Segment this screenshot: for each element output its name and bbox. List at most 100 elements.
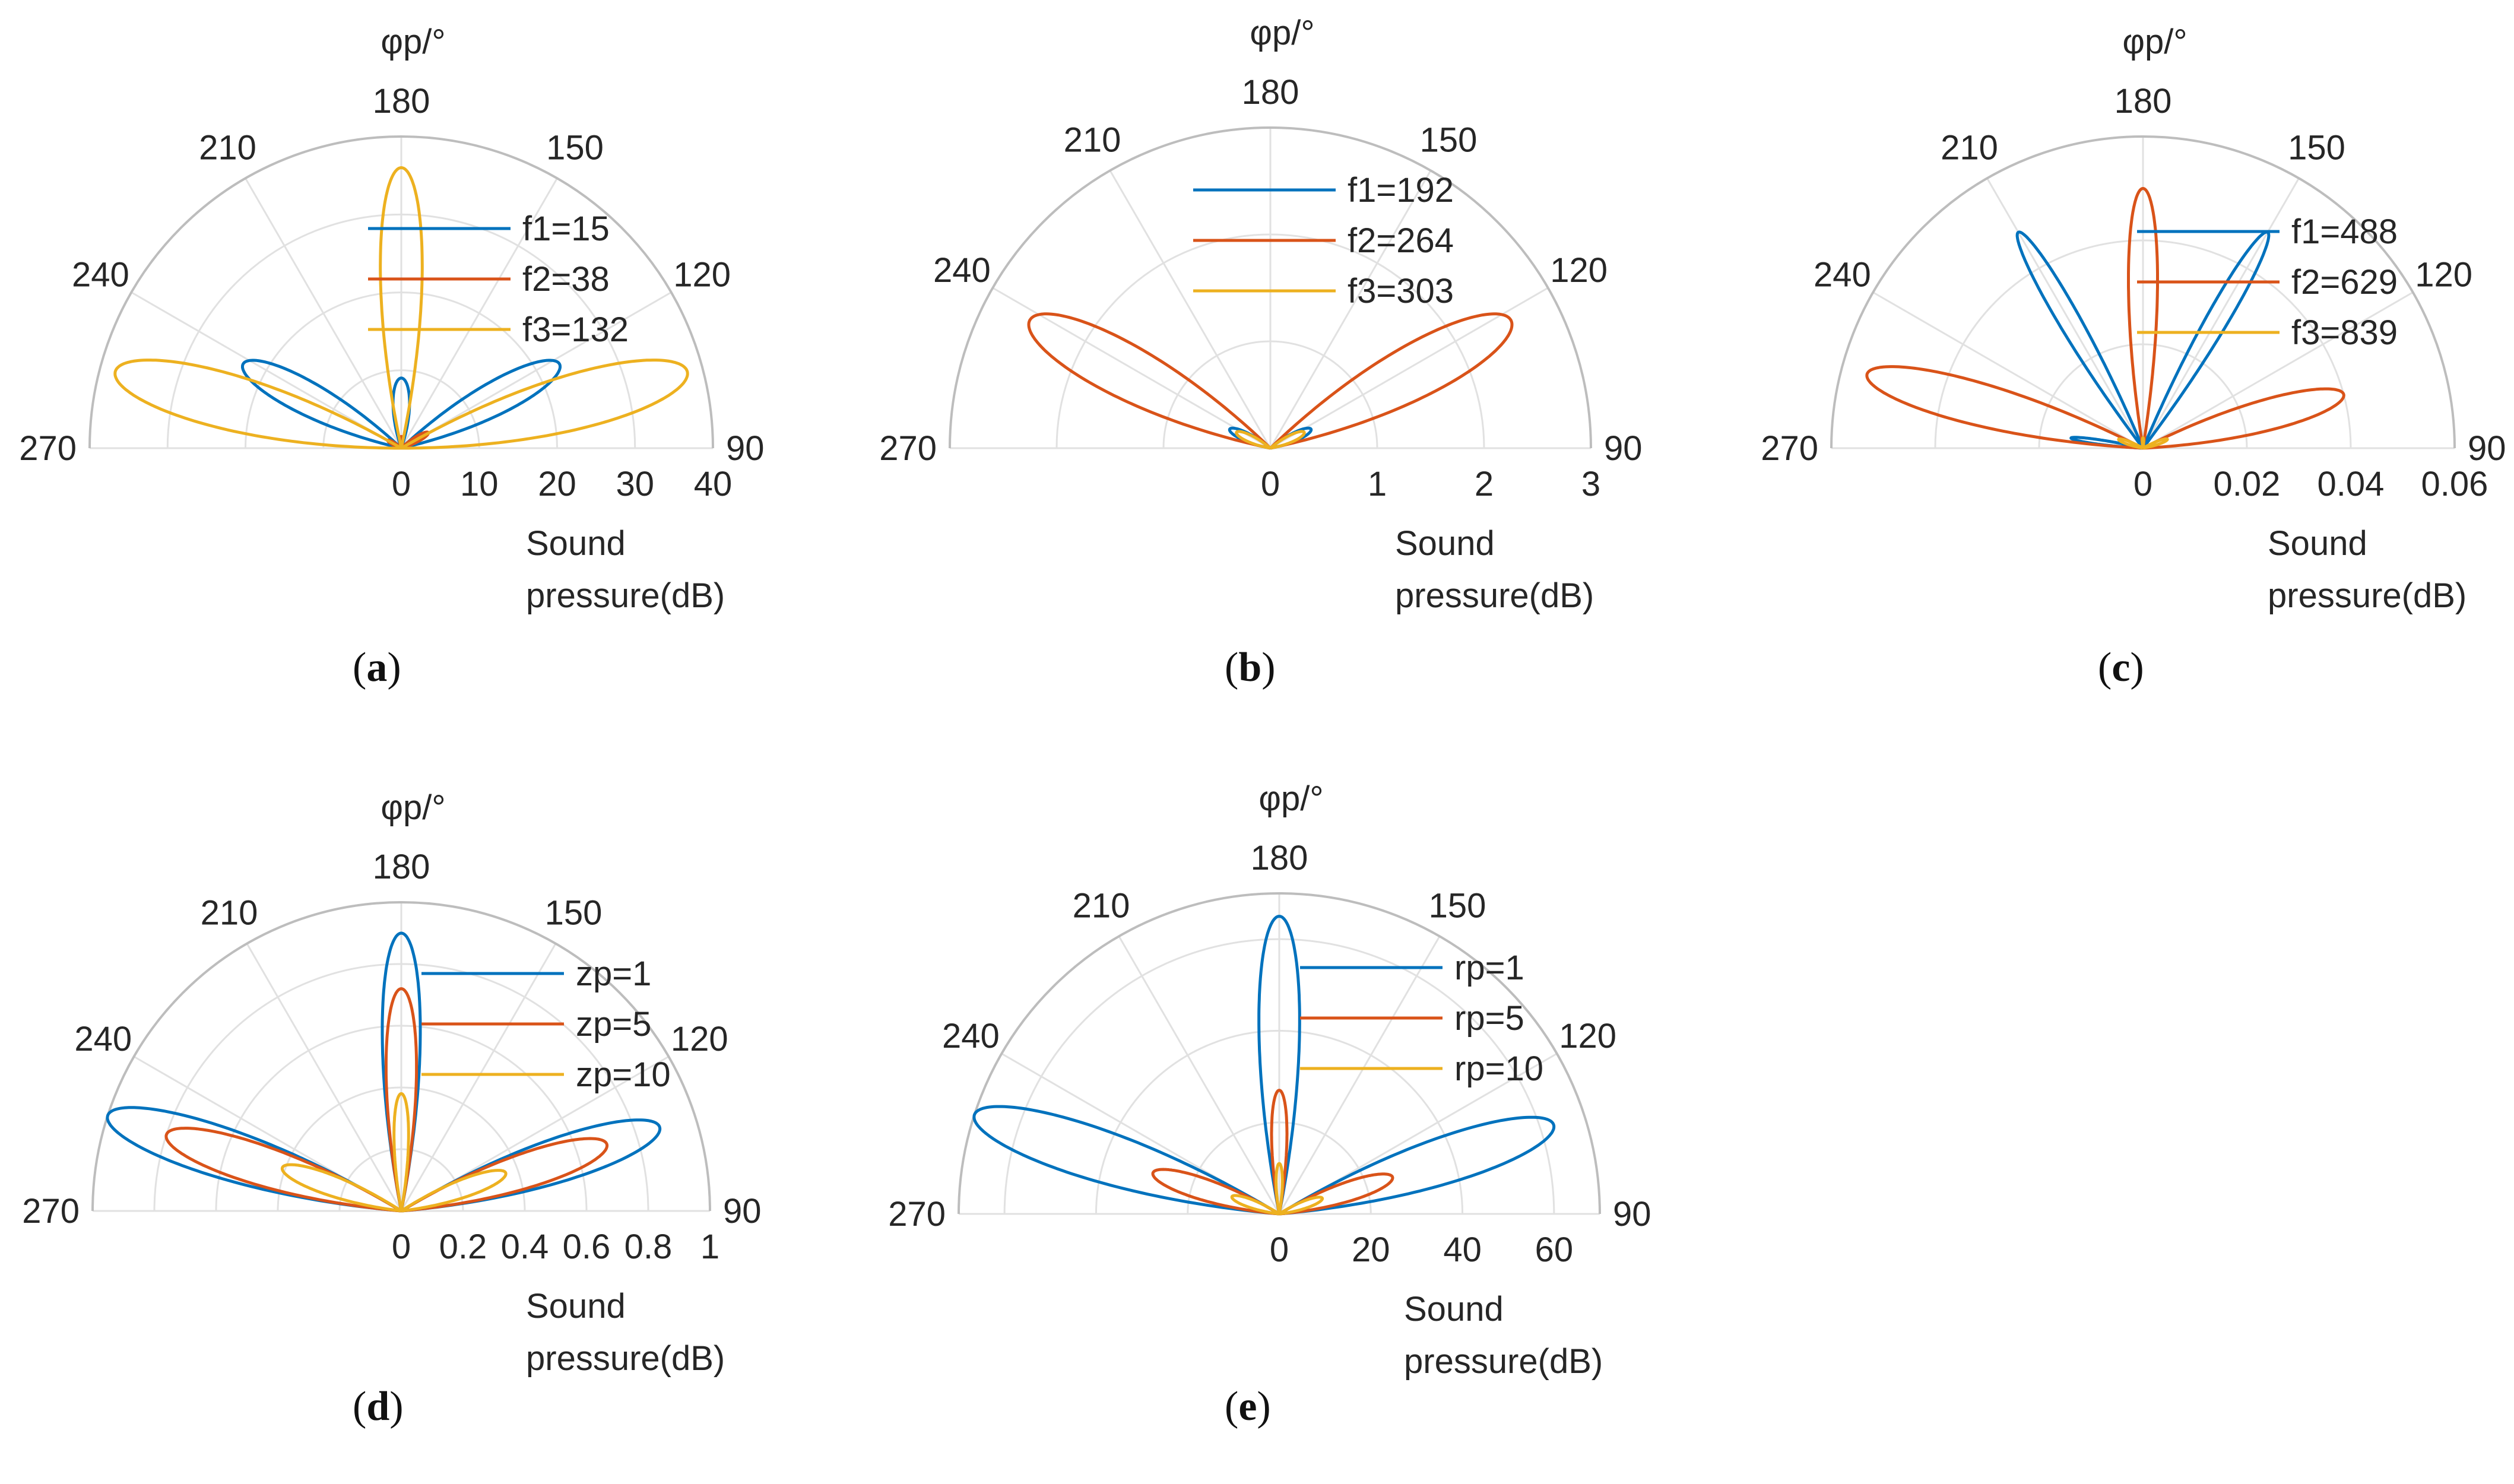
r-axis-label: Sound [1404, 1290, 1504, 1328]
theta-tick-label: 90 [1604, 429, 1643, 468]
grid-spoke [992, 287, 1271, 449]
legend-label: f2=38 [522, 260, 610, 299]
chart-title: φp/° [1250, 14, 1314, 52]
grid-spoke [400, 177, 558, 449]
theta-tick-label: 270 [1761, 429, 1818, 468]
grid-spoke [400, 943, 557, 1212]
legend-label: f1=192 [1348, 171, 1454, 210]
series-lobe [1865, 365, 2144, 450]
panel-label-a: (a) [353, 645, 401, 690]
theta-tick-label: 90 [726, 429, 765, 468]
series-lobe [164, 1127, 402, 1213]
theta-tick-label: 90 [1613, 1195, 1651, 1234]
r-axis-label: pressure(dB) [526, 576, 725, 615]
grid-spoke [1109, 170, 1272, 449]
series-lobe [280, 1163, 402, 1213]
series-lobe [384, 987, 419, 1212]
grid-spoke [131, 291, 402, 449]
theta-tick-label: 150 [545, 894, 603, 933]
legend: f1=192 f2=264 f3=303 [1193, 171, 1454, 310]
r-tick-label: 0.6 [563, 1228, 611, 1266]
r-tick-label: 0 [1270, 1231, 1289, 1269]
series-lobe [1269, 312, 1514, 450]
series-lobe [1278, 1196, 1324, 1216]
chart-title: φp/° [2122, 23, 2187, 61]
series-lobe [400, 359, 562, 450]
r-tick-label: 10 [460, 465, 499, 503]
grid-spoke [401, 291, 672, 449]
legend: f1=488 f2=629 f3=839 [2137, 213, 2398, 352]
series-rp=1 [972, 915, 1556, 1216]
r-axis-label: pressure(dB) [2268, 576, 2467, 615]
theta-tick-label: 240 [933, 251, 991, 290]
r-tick-label: 60 [1535, 1231, 1574, 1269]
polar-outer-arc [88, 135, 714, 449]
series-f2=264 [1027, 312, 1514, 450]
r-tick-label: 0 [392, 465, 411, 503]
series-lobe [2141, 436, 2145, 450]
theta-tick-label: 120 [671, 1020, 728, 1058]
theta-tick-label: 120 [1550, 251, 1608, 290]
legend: zp=1zp=5zp=10 [421, 955, 671, 1094]
r-tick-label: 3 [1581, 465, 1600, 503]
r-tick-label: 40 [694, 465, 733, 503]
r-tick-label: 20 [538, 465, 576, 503]
series-lobe [1278, 1172, 1394, 1216]
r-axis-label: pressure(dB) [526, 1339, 725, 1378]
r-tick-label: 0.02 [2214, 465, 2281, 503]
series-f3=132 [113, 166, 689, 450]
theta-tick-label: 210 [1064, 121, 1121, 159]
series-lobe [2117, 437, 2144, 450]
theta-tick-label: 180 [2114, 82, 2172, 121]
r-axis-label: pressure(dB) [1395, 576, 1594, 615]
r-axis-label: pressure(dB) [1404, 1342, 1603, 1381]
series-lobe [2142, 387, 2345, 450]
legend-label: f2=629 [2291, 263, 2398, 302]
grid-spoke [1278, 936, 1441, 1215]
r-axis-label: Sound [526, 1287, 626, 1326]
theta-tick-label: 240 [74, 1020, 132, 1058]
grid-spoke [1872, 291, 2144, 449]
grid-spoke [1986, 177, 2144, 449]
legend-label: f3=303 [1348, 272, 1454, 310]
series-lobe [2127, 187, 2159, 449]
grid-spoke [1269, 170, 1432, 449]
series-lobe [379, 166, 424, 449]
series-lobe [1278, 1115, 1556, 1216]
legend: rp=1rp=5rp=10 [1300, 949, 1543, 1088]
polar-outer-arc [1830, 135, 2456, 449]
series-rp=10 [1230, 1162, 1324, 1216]
series-lobe [106, 1106, 402, 1213]
r-tick-label: 1 [1368, 465, 1387, 503]
series-f2=629 [1865, 187, 2345, 450]
series-lobe [1275, 1162, 1284, 1215]
series-lobe [381, 931, 422, 1212]
legend-label: f3=839 [2291, 313, 2398, 352]
r-tick-label: 0 [392, 1228, 411, 1266]
r-tick-label: 30 [616, 465, 654, 503]
series-lobe [392, 1092, 410, 1212]
series-f3=303 [1235, 430, 1306, 450]
panel-label-d: (d) [353, 1384, 404, 1429]
chart-title: φp/° [1258, 779, 1323, 818]
r-tick-label: 1 [700, 1228, 719, 1266]
theta-tick-label: 90 [723, 1192, 762, 1231]
series-lobe [400, 1118, 662, 1213]
panel-label-c: (c) [2098, 645, 2144, 690]
theta-tick-label: 150 [1429, 886, 1486, 925]
legend-label: f1=15 [522, 210, 610, 248]
series-lobe [1257, 915, 1301, 1215]
chart-title: φp/° [381, 788, 445, 827]
theta-tick-label: 120 [673, 256, 731, 294]
legend-label: f1=488 [2291, 213, 2398, 251]
legend-label: f2=264 [1348, 221, 1454, 260]
theta-tick-label: 240 [72, 256, 129, 294]
polar-outer-arc [958, 892, 1601, 1215]
polar-outer-arc [949, 126, 1592, 449]
series-lobe [2015, 230, 2145, 449]
theta-tick-label: 210 [199, 128, 256, 167]
